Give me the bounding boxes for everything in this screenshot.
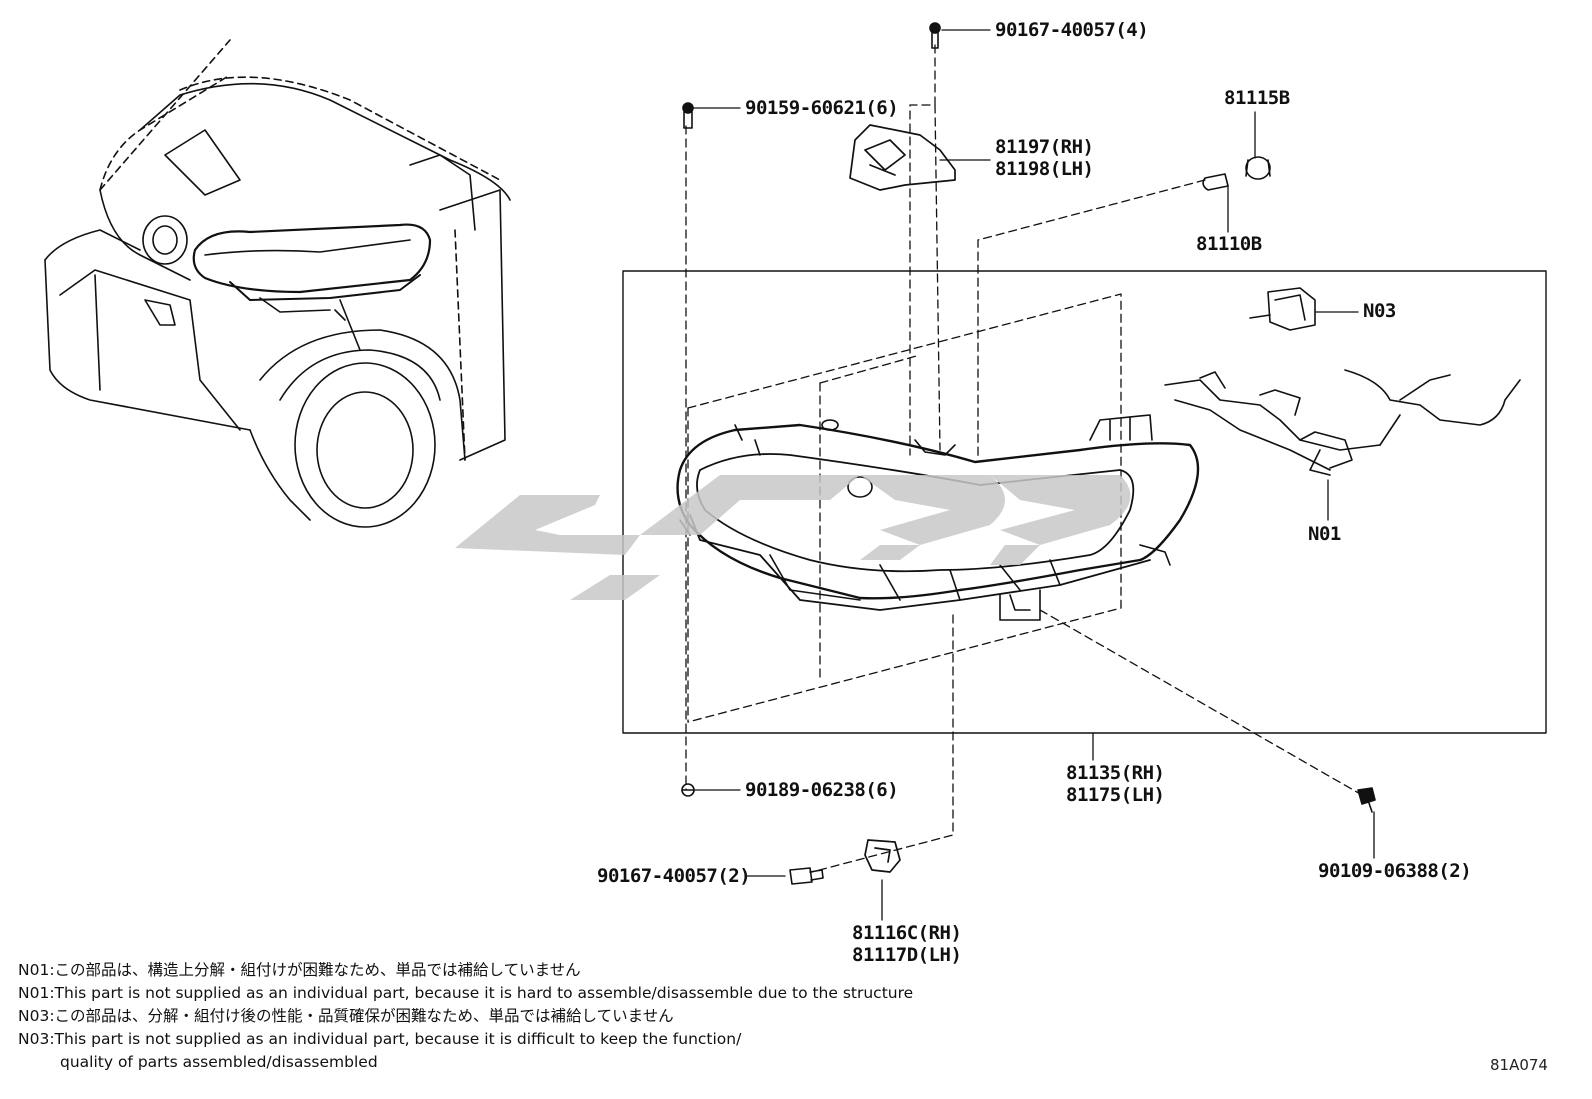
label-bracket-lh: 81198(LH) [995, 158, 1094, 180]
bulb-icon [1202, 173, 1229, 191]
clip-top-icon [682, 102, 694, 129]
label-unit-lh: 81175(LH) [1066, 784, 1165, 806]
label-bolt-top: 90167-40057(4) [995, 19, 1149, 41]
label-bracket-rh: 81197(RH) [995, 136, 1094, 158]
note-n03-en: N03:This part is not supplied as an indi… [18, 1030, 742, 1048]
label-n01: N01 [1308, 523, 1341, 545]
wire-harness-n01-icon [1164, 369, 1521, 476]
screw-icon [1357, 787, 1376, 813]
label-clip-bottom: 90189-06238(6) [745, 779, 899, 801]
label-socket: 81115B [1224, 87, 1290, 109]
exploded-view-guides [685, 44, 1363, 874]
bolt-bottom-icon [789, 867, 824, 885]
headlight-assembly [676, 414, 1200, 621]
label-side-bracket-rh: 81116C(RH) [852, 922, 962, 944]
label-n03: N03 [1363, 300, 1396, 322]
assembly-box [622, 270, 1547, 734]
socket-icon [1245, 156, 1271, 180]
note-n01-en: N01:This part is not supplied as an indi… [18, 984, 914, 1002]
label-bolt-bottom: 90167-40057(2) [597, 865, 751, 887]
note-n03-ja: N03:この部品は、分解・組付け後の性能・品質確保が困難なため、単品では補給して… [18, 1007, 674, 1025]
note-n01-ja: N01:この部品は、構造上分解・組付けが困難なため、単品では補給していません [18, 961, 581, 979]
headlight-bracket [849, 124, 956, 191]
label-unit-rh: 81135(RH) [1066, 762, 1165, 784]
label-bulb: 81110B [1196, 233, 1262, 255]
side-bracket-icon [864, 839, 901, 873]
label-screw: 90109-06388(2) [1318, 860, 1472, 882]
diagram-code: 81A074 [1490, 1056, 1548, 1074]
actuator-n03-icon [1249, 287, 1316, 331]
bolt-top-icon [929, 22, 941, 49]
leader-lines [693, 29, 1375, 921]
label-clip-top: 90159-60621(6) [745, 97, 899, 119]
clip-bottom-icon [681, 783, 695, 797]
label-side-bracket-lh: 81117D(LH) [852, 944, 962, 966]
note-n03-en-cont: quality of parts assembled/disassembled [60, 1053, 378, 1071]
watermark-logo [455, 475, 1131, 600]
car-front-illustration [44, 39, 511, 528]
